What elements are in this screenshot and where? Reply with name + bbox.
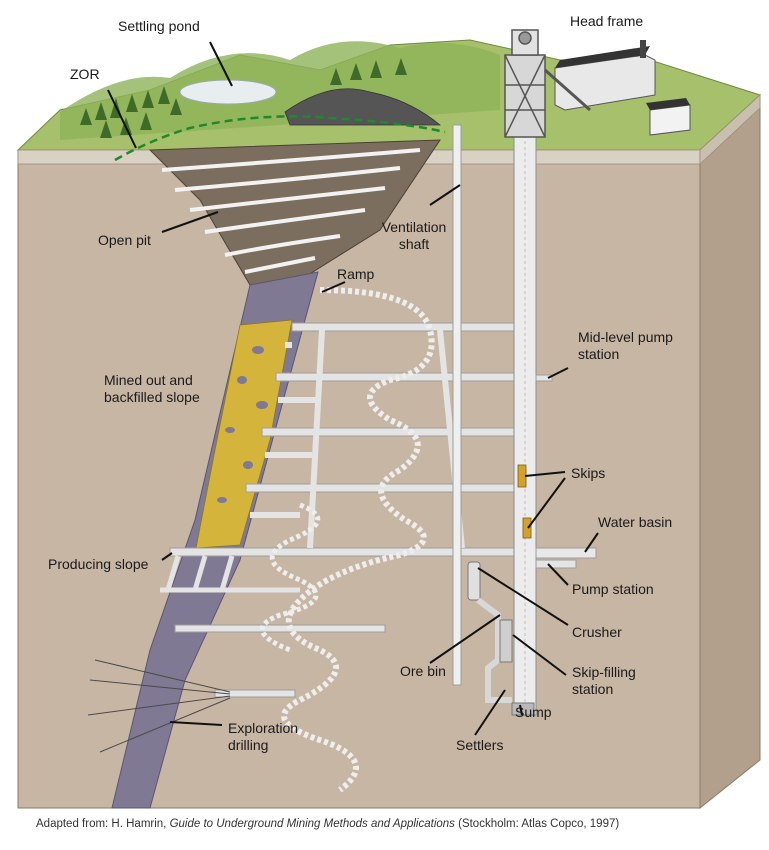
skip-lower: [522, 517, 532, 539]
caption-suffix: (Stockholm: Atlas Copco, 1997): [454, 818, 620, 830]
label-producing-slope: Producing slope: [48, 556, 149, 572]
ground-side: [699, 93, 761, 810]
waste-pile: [284, 88, 442, 126]
sump: [511, 702, 535, 716]
leader-lines: [107, 41, 599, 736]
skip-filling: [499, 619, 513, 663]
water-basin: [535, 547, 597, 559]
label-settlers: Settlers: [456, 737, 504, 753]
settling-pond: [179, 79, 277, 105]
label-ramp: Ramp: [337, 266, 375, 282]
crusher: [467, 561, 481, 601]
backfill-voids: [217, 346, 268, 503]
label-ventilation-shaft: Ventilation shaft: [381, 219, 447, 252]
label-pump-station: Pump station: [572, 581, 654, 597]
producing-drifts: [160, 555, 300, 593]
zor-line: [114, 115, 446, 162]
label-zor: ZOR: [70, 66, 100, 82]
label-settling-pond: Settling pond: [118, 18, 200, 34]
pump-station: [535, 559, 577, 569]
mid-level-pump: [535, 374, 553, 382]
ramp-lower: [259, 502, 321, 653]
label-sump: Sump: [515, 704, 552, 720]
exploration-drill-holes: [87, 659, 231, 753]
label-mid-level-pump-station: Mid-level pump station: [578, 329, 673, 362]
pit-benches: [161, 148, 421, 274]
ventilation-shaft: [452, 124, 462, 686]
soil-strip-side: [699, 94, 761, 165]
label-ore-bin: Ore bin: [400, 663, 446, 679]
caption-title: Guide to Underground Mining Methods and …: [169, 818, 455, 830]
label-water-basin: Water basin: [598, 514, 673, 530]
ramp: [281, 287, 435, 793]
label-skips: Skips: [571, 465, 606, 481]
ore-bin: [476, 597, 512, 703]
backfilled-slope: [195, 319, 293, 549]
caption-prefix: Adapted from: H. Hamrin,: [36, 818, 170, 830]
source-caption: Adapted from: H. Hamrin, Guide to Underg…: [36, 818, 619, 830]
surface-buildings: [544, 40, 691, 136]
label-exploration-drilling: Exploration drilling: [228, 720, 299, 753]
label-skip-filling-station: Skip-filling station: [572, 664, 636, 697]
label-open-pit: Open pit: [98, 232, 151, 248]
label-head-frame: Head frame: [570, 13, 644, 29]
skip-upper: [517, 464, 527, 488]
label-mined-out: Mined out and backfilled slope: [104, 372, 200, 405]
head-frame: [504, 29, 546, 138]
label-crusher: Crusher: [572, 624, 622, 640]
